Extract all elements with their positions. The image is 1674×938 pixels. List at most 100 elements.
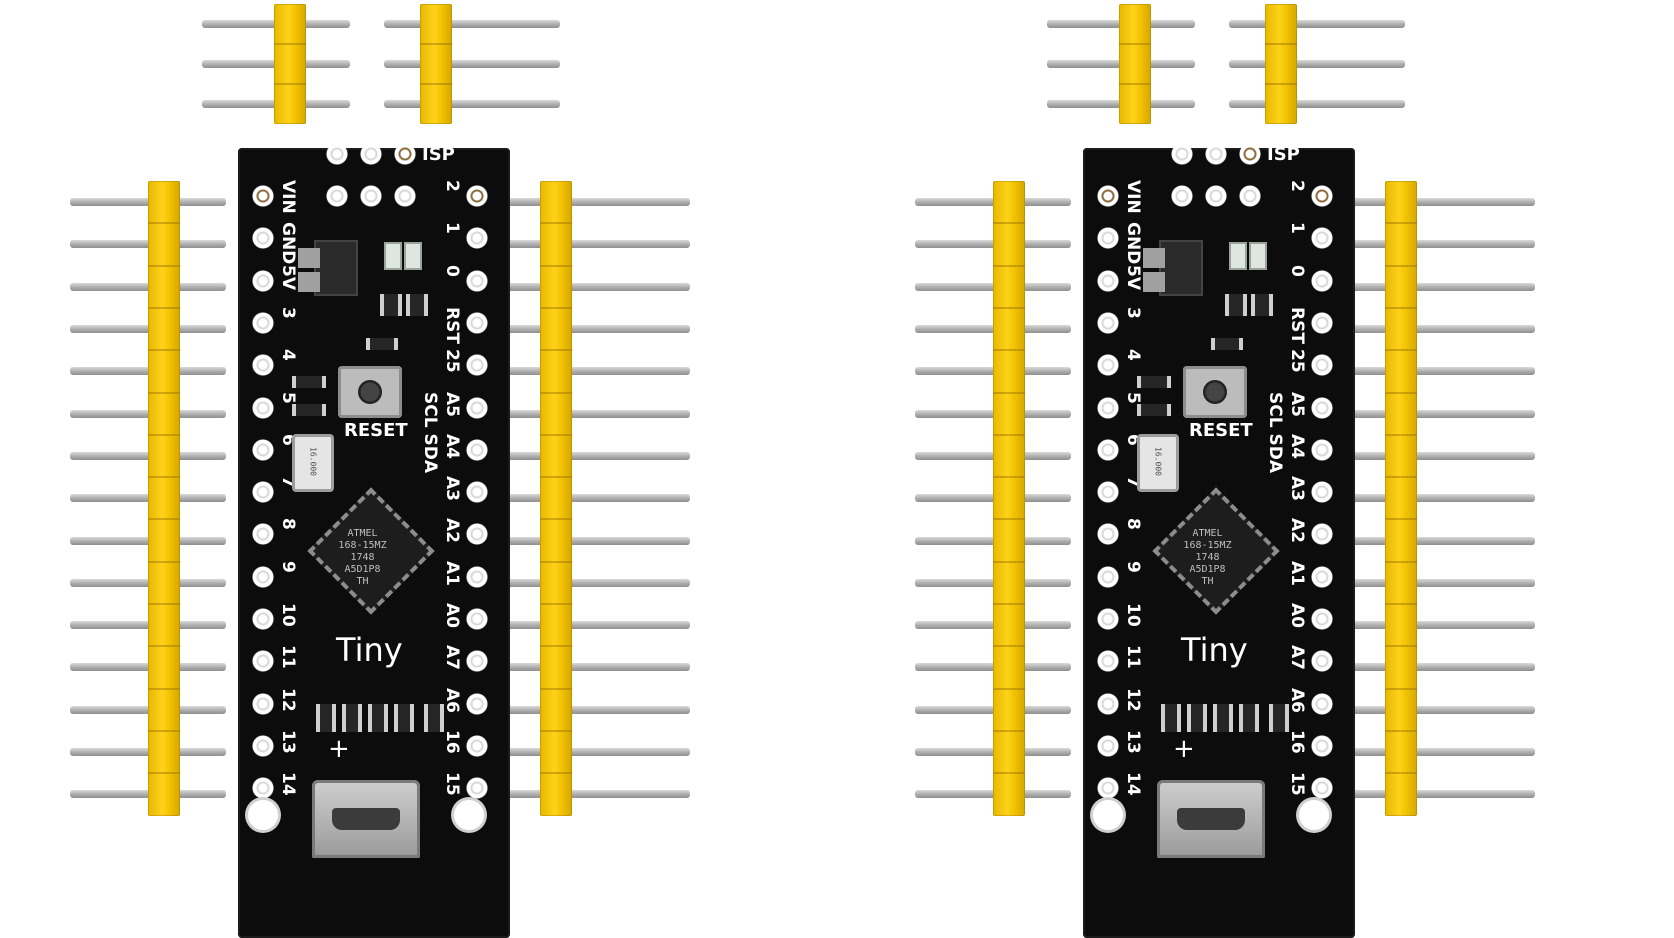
mounting-hole: [1093, 800, 1123, 830]
housing-divider: [540, 433, 572, 436]
housing-divider: [993, 772, 1025, 775]
housing-divider: [993, 349, 1025, 352]
diode: [1187, 704, 1207, 732]
isp-pad: [326, 143, 348, 165]
isp-pad: [1205, 143, 1227, 165]
left-pin-pad: [1097, 481, 1119, 504]
crystal-oscillator: 16.000: [1137, 434, 1179, 492]
reset-label: RESET: [1189, 420, 1253, 441]
right-pin-pad: [1311, 269, 1333, 292]
right-pin-pad: [466, 734, 488, 757]
header-pin: [1347, 282, 1535, 291]
header-pin: [502, 748, 690, 757]
right-pin-label: 2: [442, 180, 462, 192]
housing-divider: [148, 349, 180, 352]
header-pin: [1347, 367, 1535, 376]
header-pin: [502, 367, 690, 376]
left-pin-label: VIN: [278, 180, 298, 214]
right-pin-label: 25: [1287, 349, 1307, 373]
right-pin-pad: [1311, 523, 1333, 546]
diode: [1239, 704, 1259, 732]
housing-divider: [148, 391, 180, 394]
crystal-marking: 16.000: [1153, 447, 1163, 476]
left-pin-pad: [1097, 185, 1119, 207]
housing-divider: [993, 560, 1025, 563]
housing-divider: [148, 603, 180, 605]
left-pin-label: 3: [1123, 306, 1143, 319]
bus-label: SCL SDA: [420, 392, 440, 473]
left-pin-pad: [252, 311, 274, 334]
chip-marking-line: 1748: [1195, 552, 1220, 564]
housing-divider: [420, 43, 452, 45]
isp-pad: [1239, 143, 1261, 165]
header-pin: [502, 790, 690, 799]
housing-divider: [1385, 476, 1417, 479]
housing-divider: [993, 603, 1025, 605]
resistor: [1251, 294, 1273, 316]
left-pin-pad: [1097, 734, 1119, 757]
header-pin: [502, 494, 690, 503]
diode: [1213, 704, 1233, 732]
right-pin-pad: [466, 565, 488, 588]
header-pin: [1347, 621, 1535, 630]
header-pin: [502, 451, 690, 460]
right-pin-pad: [466, 185, 488, 207]
isp-pad: [394, 143, 416, 165]
housing-divider: [540, 264, 572, 267]
regulator-tab: [1143, 272, 1165, 292]
diode: [424, 704, 444, 732]
left-pin-pad: [252, 396, 274, 419]
isp-pad: [1171, 143, 1193, 165]
left-pin-pad: [252, 650, 274, 673]
header-pin: [1347, 663, 1535, 672]
diode: [1269, 704, 1289, 732]
diode: [394, 704, 414, 732]
right-pin-label: A2: [442, 518, 462, 544]
left-pin-pad: [252, 269, 274, 292]
left-pin-label: 13: [1123, 729, 1143, 754]
right-pin-pad: [1311, 396, 1333, 419]
header-pin: [502, 663, 690, 672]
housing-divider: [993, 518, 1025, 521]
board-name: Tiny: [336, 631, 403, 669]
chip-marking-line: TH: [356, 576, 369, 588]
mounting-hole: [454, 800, 484, 830]
isp-pad: [360, 143, 382, 165]
chip-marking-line: 168-15MZ: [338, 540, 387, 552]
header-pin: [1347, 240, 1535, 249]
diode: [1161, 704, 1181, 732]
right-pin-label: A6: [442, 687, 462, 713]
housing-divider: [1385, 560, 1417, 563]
header-housing: [1265, 4, 1297, 124]
left-pin-label: 10: [1123, 603, 1143, 627]
right-pin-pad: [466, 269, 488, 292]
header-housing: [1119, 4, 1151, 124]
regulator-tab: [298, 272, 320, 292]
resistor: [366, 338, 398, 350]
header-pin: [1347, 325, 1535, 334]
chip-marking-line: 168-15MZ: [1183, 540, 1232, 552]
housing-divider: [540, 222, 572, 225]
right-pin-label: 16: [442, 729, 462, 754]
status-led: [1229, 242, 1247, 270]
housing-divider: [540, 349, 572, 352]
left-pin-pad: [252, 438, 274, 461]
housing-divider: [148, 518, 180, 521]
right-pin-label: A3: [1287, 476, 1307, 502]
left-pin-pad: [1097, 354, 1119, 377]
housing-divider: [1385, 729, 1417, 732]
isp-pad: [326, 185, 348, 207]
resistor: [1225, 294, 1247, 316]
housing-divider: [148, 476, 180, 479]
header-pin: [1347, 578, 1535, 587]
micro-usb-port: [312, 780, 420, 858]
left-pin-pad: [252, 481, 274, 504]
left-pin-label: 14: [278, 772, 298, 796]
left-pin-label: 11: [1123, 645, 1143, 669]
housing-divider: [148, 729, 180, 732]
left-pin-label: 5V: [278, 264, 298, 290]
housing-divider: [1385, 264, 1417, 267]
